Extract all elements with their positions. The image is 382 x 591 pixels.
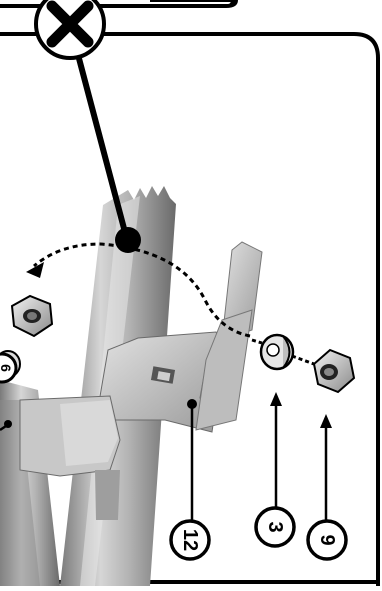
panel-frame [0,34,378,586]
leader-arrow-9 [320,414,332,520]
callout-12-label: 12 [179,529,201,551]
callout-9-label: 9 [316,534,338,545]
callout-left-partial: 6 [0,354,16,382]
washer-part-3 [261,335,293,369]
marker-leader-dot [115,227,141,253]
callout-3: 3 [256,508,294,546]
callout-9: 9 [308,521,346,559]
callout-left-label: 6 [0,364,14,372]
marker-leader-line [72,32,126,236]
leader-arrow-3 [270,392,282,508]
callout-3-label: 3 [264,521,286,532]
nut-part-9 [314,350,354,392]
x-mark-icon [36,0,104,58]
left-nut [12,296,52,336]
assembly-path-short [252,340,262,343]
callout-12: 12 [171,521,209,559]
